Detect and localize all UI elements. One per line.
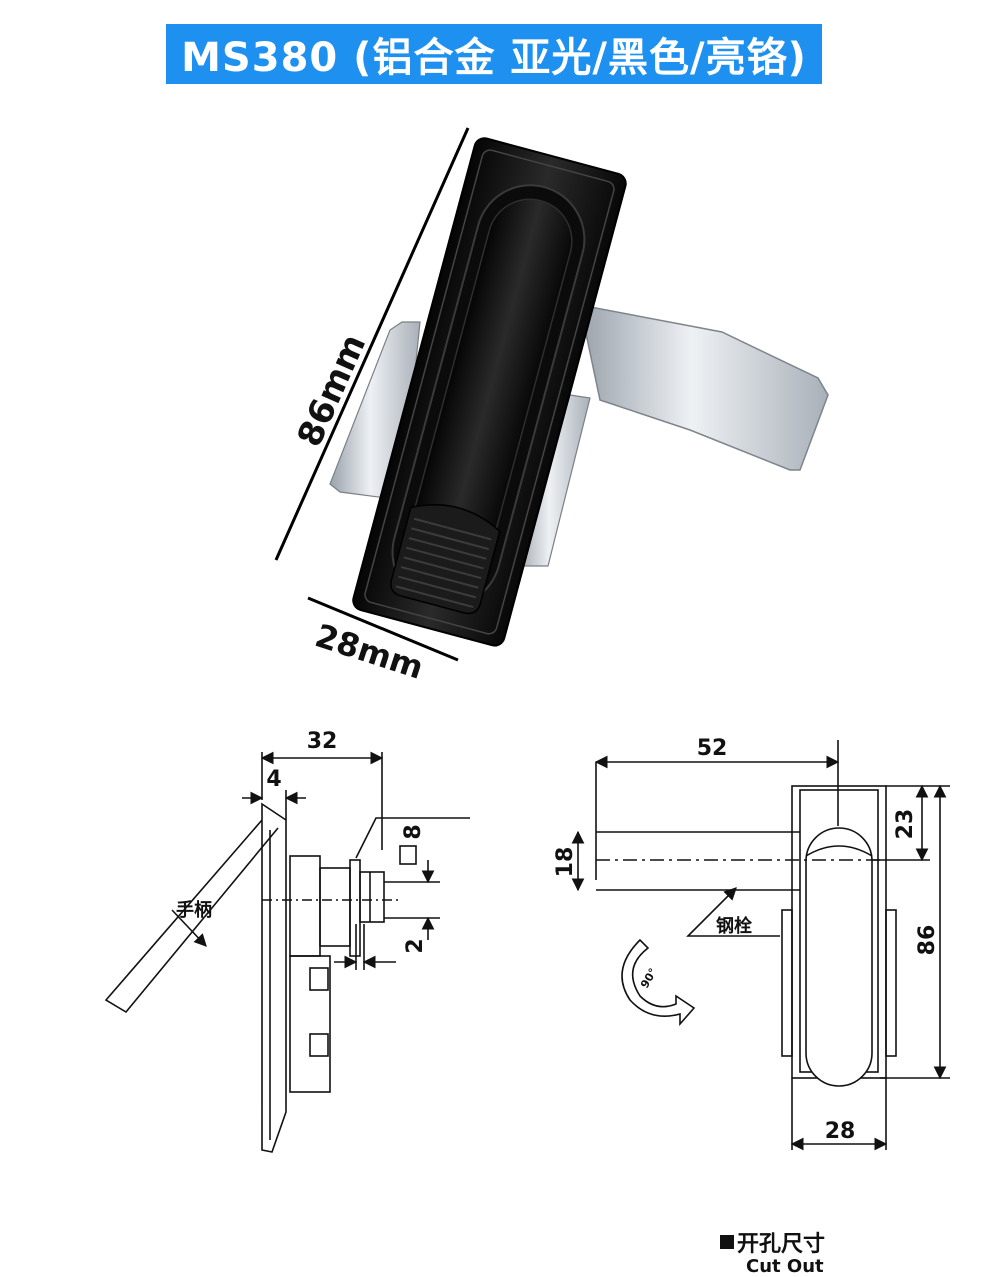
bullet-square-icon: [720, 1235, 734, 1249]
steel-bolt: [579, 304, 829, 471]
dim-total-label: 32: [307, 729, 338, 754]
cutout-caption: 开孔尺寸 Cut Out: [720, 1226, 920, 1277]
caption-en: Cut Out: [746, 1256, 824, 1277]
title-banner: MS380 (铝合金 亚光/黑色/亮铬): [166, 24, 822, 84]
handle-label: 手柄: [176, 899, 212, 921]
bolt-label: 钢栓: [716, 915, 752, 937]
dim-bolt-length-label: 52: [697, 736, 728, 761]
rotation-arrow: [621, 938, 696, 1027]
handle-leader: [171, 909, 207, 947]
handle-outline: [104, 819, 279, 1014]
dim-height-label: 86: [915, 925, 940, 956]
width-label: 28mm: [311, 616, 429, 687]
dim-step-label: 8: [401, 824, 426, 839]
front-view-drawing: [571, 740, 950, 1151]
dim-gap-label: 2: [403, 938, 428, 953]
dim-panel-label: 4: [266, 767, 281, 792]
lock-body: [289, 855, 321, 957]
front-handle: [805, 827, 873, 1087]
dim-top-offset-label: 23: [893, 809, 918, 840]
width-dimension-line: [307, 596, 459, 662]
latch-photo: 86mm 28mm: [274, 127, 829, 687]
side-view-labels: 32 4 8 2 手柄: [176, 729, 428, 954]
button-ribs: [395, 517, 492, 609]
dim-width-label: 28: [825, 1119, 856, 1144]
front-view-labels: 52 18 23 86 28 钢栓 90°: [553, 736, 940, 1144]
dim-bolt-width-label: 18: [553, 847, 578, 878]
product-title: MS380 (铝合金 亚光/黑色/亮铬): [181, 35, 807, 81]
side-view-drawing: [104, 751, 470, 1153]
caption-cn: 开孔尺寸: [737, 1232, 826, 1257]
panel-outline: [261, 802, 287, 1153]
rotation-label: 90°: [638, 966, 660, 991]
length-dimension-line: [274, 127, 470, 561]
